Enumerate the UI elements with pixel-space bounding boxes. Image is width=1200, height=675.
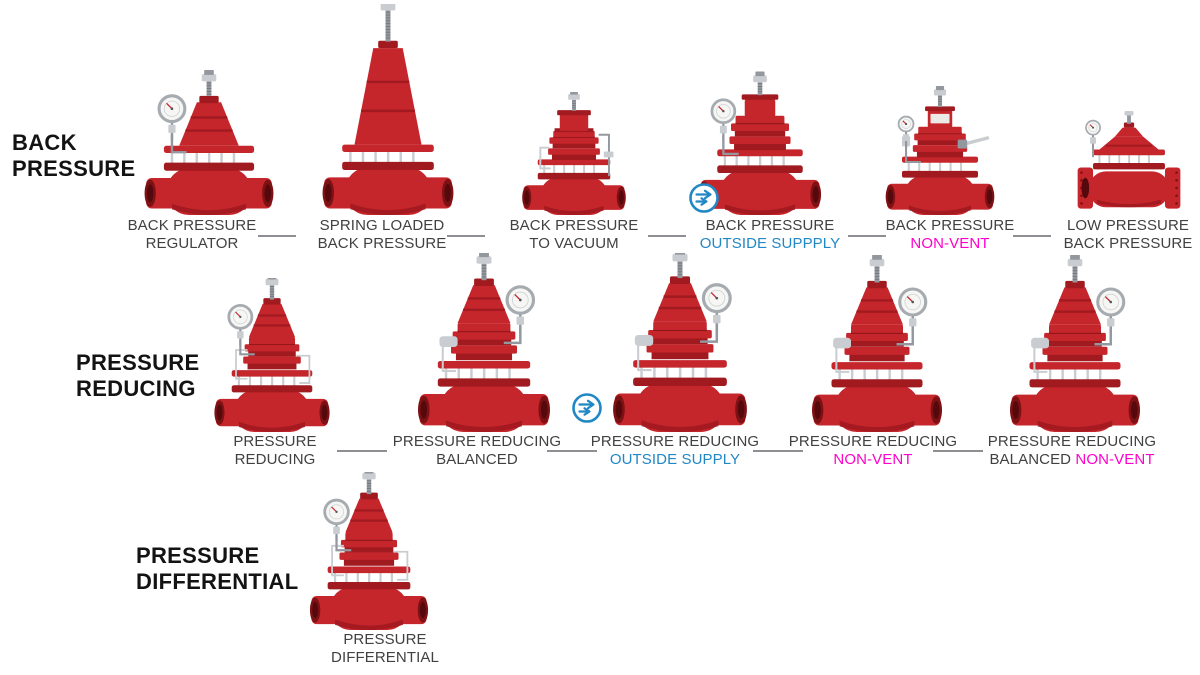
valve-image-pressure-reducing-balanced-non-vent [1010, 255, 1140, 432]
valve-image-pressure-reducing-balanced [418, 253, 550, 432]
valve-label-back-pressure-outside-supply: BACK PRESSURE OUTSIDE SUPPPLY [699, 217, 841, 252]
label-separator [1013, 235, 1051, 237]
valve-label-back-pressure-non-vent: BACK PRESSURE NON-VENT [885, 217, 1015, 252]
valve-image-pressure-reducing-non-vent [812, 255, 942, 432]
label-separator [337, 450, 387, 452]
valve-label-back-pressure-regulator: BACK PRESSURE REGULATOR [127, 217, 257, 252]
valve-image-back-pressure-to-vacuum [502, 92, 646, 215]
valve-label-pressure-reducing-balanced: PRESSURE REDUCING BALANCED [392, 433, 562, 468]
valve-image-spring-loaded-back-pressure [318, 4, 458, 215]
label-separator [933, 450, 983, 452]
valve-image-back-pressure-non-vent [875, 86, 1005, 215]
valve-label-back-pressure-to-vacuum: BACK PRESSURE TO VACUUM [509, 217, 639, 252]
label-separator [258, 235, 296, 237]
section-title-back-pressure: BACK PRESSURE [12, 130, 136, 181]
valve-image-pressure-differential [303, 472, 435, 630]
section-title-pressure-reducing: PRESSURE REDUCING [76, 350, 200, 401]
section-title-pressure-differential: PRESSURE DIFFERENTIAL [136, 543, 299, 594]
valve-label-pressure-reducing-balanced-non-vent: PRESSURE REDUCING BALANCED NON-VENT [987, 433, 1157, 468]
label-separator [648, 235, 686, 237]
valve-label-pressure-reducing-outside-supply: PRESSURE REDUCING OUTSIDE SUPPLY [590, 433, 760, 468]
label-separator [547, 450, 597, 452]
valve-image-back-pressure-outside-supply [695, 70, 825, 215]
valve-image-pressure-reducing-outside-supply [612, 253, 748, 432]
valve-label-pressure-reducing: PRESSURE REDUCING [233, 433, 317, 468]
valve-label-low-pressure-back-pressure: LOW PRESSURE BACK PRESSURE [1063, 217, 1193, 252]
valve-image-low-pressure-back-pressure [1060, 93, 1198, 215]
air-supply-icon [570, 391, 604, 425]
label-separator [753, 450, 803, 452]
valve-image-back-pressure-regulator [135, 62, 283, 215]
air-supply-icon [687, 181, 721, 215]
valve-label-pressure-differential: PRESSURE DIFFERENTIAL [331, 631, 439, 666]
valve-label-pressure-reducing-non-vent: PRESSURE REDUCING NON-VENT [788, 433, 958, 468]
valve-label-spring-loaded-back-pressure: SPRING LOADED BACK PRESSURE [317, 217, 447, 252]
label-separator [848, 235, 886, 237]
valve-image-pressure-reducing [210, 278, 334, 432]
label-separator [447, 235, 485, 237]
